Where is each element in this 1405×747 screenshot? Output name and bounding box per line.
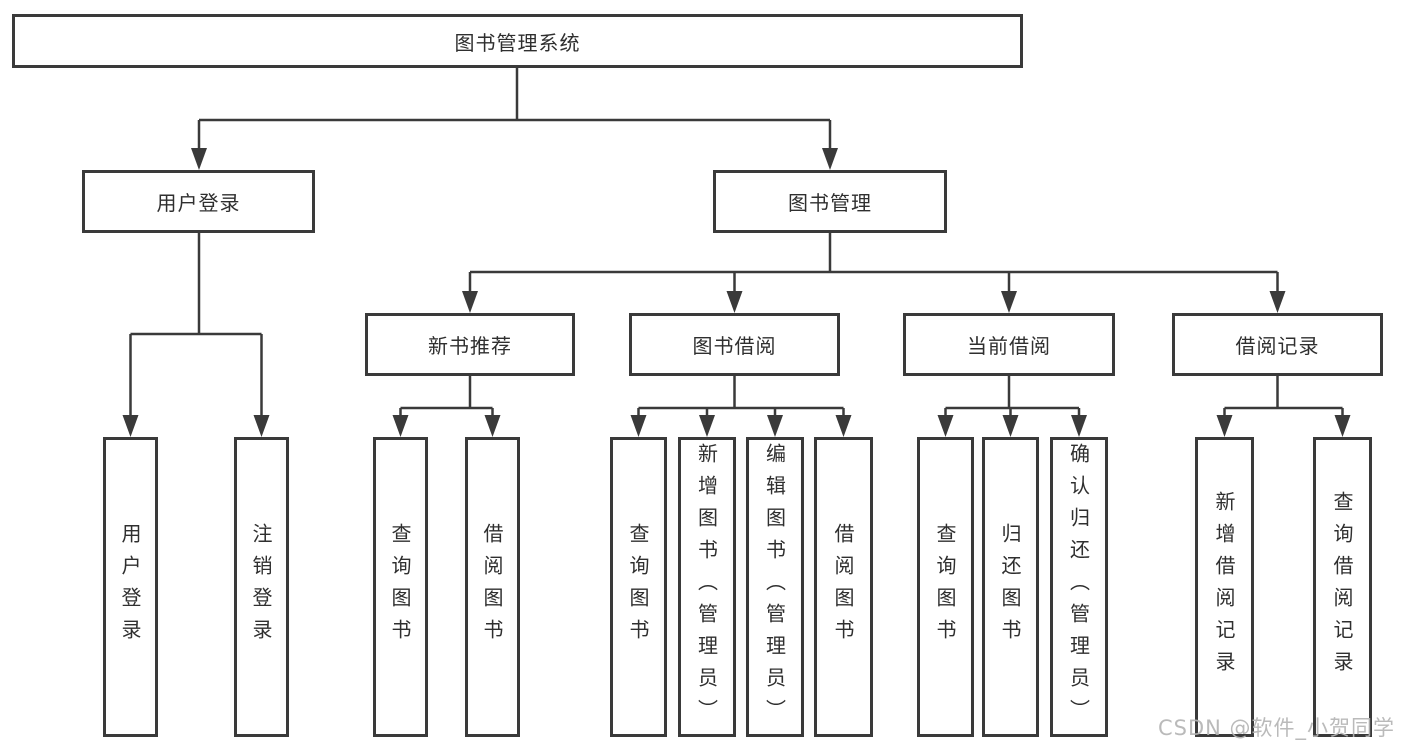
node-library-management-system: 图书管理系统: [12, 14, 1023, 68]
node-book-borrowing: 图书借阅: [629, 313, 840, 376]
leaf-logout: 注销登录: [234, 437, 289, 737]
leaf-user-login: 用户登录: [103, 437, 158, 737]
node-borrowing-records: 借阅记录: [1172, 313, 1383, 376]
node-current-borrowing: 当前借阅: [903, 313, 1115, 376]
leaf-query-books-3: 查询图书: [917, 437, 974, 737]
leaf-borrow-books-2: 借阅图书: [814, 437, 873, 737]
leaf-query-books: 查询图书: [373, 437, 428, 737]
leaf-add-books-admin: 新增图书（管理员）: [678, 437, 736, 737]
leaf-confirm-return-admin: 确认归还（管理员）: [1050, 437, 1108, 737]
leaf-edit-books-admin: 编辑图书（管理员）: [746, 437, 804, 737]
leaf-add-borrow-record: 新增借阅记录: [1195, 437, 1254, 737]
leaf-borrow-books: 借阅图书: [465, 437, 520, 737]
leaf-query-borrow-record: 查询借阅记录: [1313, 437, 1372, 737]
leaf-return-books: 归还图书: [982, 437, 1039, 737]
node-new-book-recommendation: 新书推荐: [365, 313, 575, 376]
node-user-login: 用户登录: [82, 170, 315, 233]
node-book-management: 图书管理: [713, 170, 947, 233]
leaf-query-books-2: 查询图书: [610, 437, 667, 737]
